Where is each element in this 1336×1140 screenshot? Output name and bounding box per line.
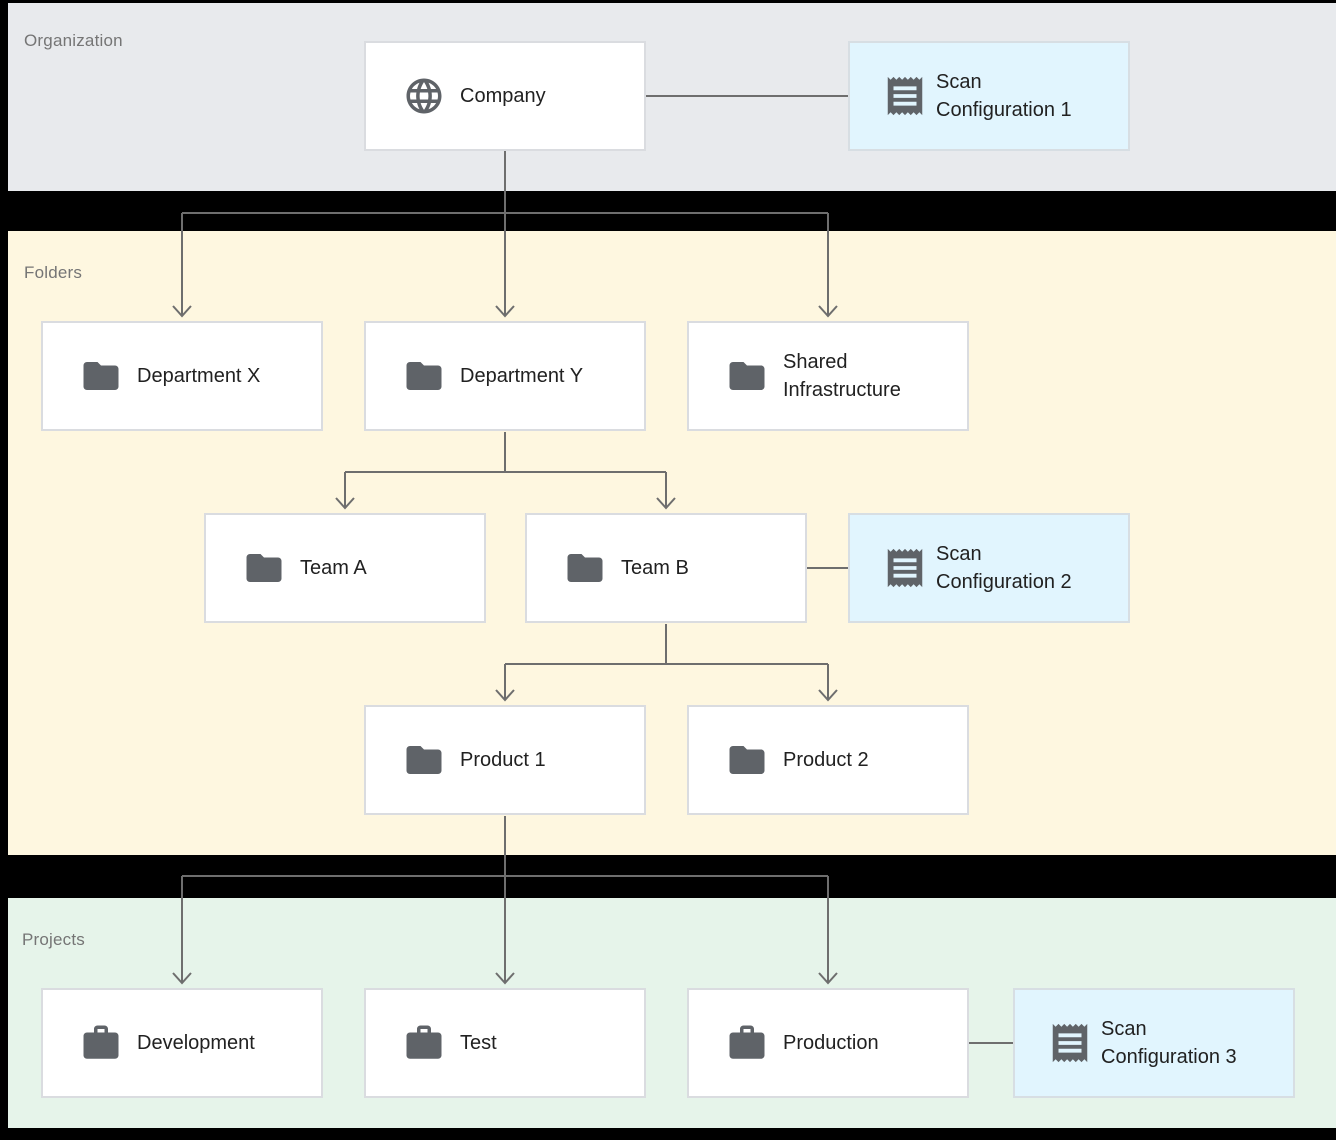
node-label: Development	[137, 1032, 255, 1054]
briefcase-icon	[729, 1025, 765, 1059]
node-label: Department Y	[460, 365, 584, 387]
node-product-2: Product 2	[687, 705, 969, 815]
folder-icon	[729, 362, 765, 390]
node-label: Team B	[621, 557, 689, 579]
node-label: Team A	[300, 557, 367, 579]
node-scan-configuration-3: Scan Configuration 3	[1013, 988, 1295, 1098]
folder-icon	[246, 554, 282, 582]
node-production: Production	[687, 988, 969, 1098]
node-label: Product 2	[783, 749, 869, 771]
node-team-b: Team B	[525, 513, 807, 623]
briefcase-icon	[83, 1025, 119, 1059]
node-label: Shared Infrastructure	[783, 351, 901, 401]
node-team-a: Team A	[204, 513, 486, 623]
node-company: Company	[364, 41, 646, 151]
node-label: Company	[460, 85, 546, 107]
node-label: Scan Configuration 1	[936, 71, 1072, 121]
organization-label: Organization	[24, 31, 123, 50]
node-development: Development	[41, 988, 323, 1098]
node-test: Test	[364, 988, 646, 1098]
node-label: Product 1	[460, 749, 546, 771]
receipt-icon	[887, 76, 923, 116]
folder-icon	[406, 362, 442, 390]
node-scan-configuration-2: Scan Configuration 2	[848, 513, 1130, 623]
folder-icon	[83, 362, 119, 390]
node-product-1: Product 1	[364, 705, 646, 815]
globe-icon	[406, 78, 442, 114]
node-label: Production	[783, 1032, 879, 1054]
node-department-y: Department Y	[364, 321, 646, 431]
projects-label: Projects	[22, 930, 86, 949]
node-department-x: Department X	[41, 321, 323, 431]
receipt-icon	[1052, 1023, 1088, 1063]
node-label: Test	[460, 1032, 497, 1054]
receipt-icon	[887, 548, 923, 588]
folder-icon	[729, 746, 765, 774]
node-label: Scan Configuration 3	[1101, 1018, 1237, 1068]
node-scan-configuration-1: Scan Configuration 1	[848, 41, 1130, 151]
folder-icon	[406, 746, 442, 774]
briefcase-icon	[406, 1025, 442, 1059]
node-shared-infrastructure: Shared Infrastructure	[687, 321, 969, 431]
node-label: Scan Configuration 2	[936, 543, 1072, 593]
folder-icon	[567, 554, 603, 582]
folders-label: Folders	[24, 263, 83, 282]
node-label: Department X	[137, 365, 261, 387]
